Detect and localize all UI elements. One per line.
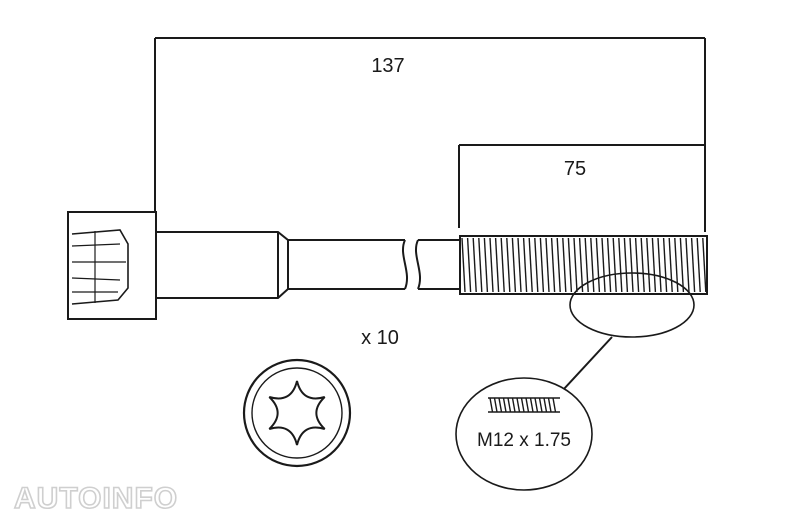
detail-hatch-line [543,397,548,413]
thread-hatch-line [489,237,494,293]
bolt-shank [156,231,460,299]
thread-spec-label: M12 x 1.75 [477,430,571,451]
thread-hatch-line [517,237,522,293]
thread-hatch-line [472,237,477,293]
thread-hatch-line [690,237,696,293]
callout-leader-line [562,336,613,391]
thread-hatch-line [606,237,612,293]
detail-hatch-line [511,397,516,413]
thread-hatch-line [651,237,657,293]
thread-callout-ellipse [569,272,695,338]
thread-hatch-line [623,237,629,293]
thread-hatch-line [534,237,539,293]
thread-hatch-line [483,237,489,293]
watermark-logo: AUTOINFO [14,482,178,515]
torx-star-icon [268,380,326,446]
detail-hatch-line [547,397,552,413]
thread-detail-circle [455,377,593,491]
thread-detail-sample [488,397,560,413]
detail-hatch-line [520,397,525,413]
thread-hatch-line [478,237,483,293]
thread-hatch-line [685,237,690,293]
thread-hatch-line [461,237,466,293]
thread-hatch-line [634,237,640,293]
detail-hatch-line [516,397,521,413]
thread-hatch-line [590,237,595,293]
detail-hatch-line [489,397,494,413]
thread-hatch-line [640,237,645,293]
head-end-view [242,358,352,468]
thread-hatch-line [567,237,573,293]
quantity-label: x 10 [361,327,399,349]
thread-hatch-line [629,237,634,293]
thread-hatch-line [702,237,707,293]
thread-hatch-line [522,237,528,293]
thread-hatch-line [657,237,662,293]
detail-hatch-line [493,397,498,413]
thread-length-dimension [458,144,705,228]
thread-hatch-line [618,237,623,293]
thread-hatch-line [612,237,617,293]
thread-hatch-line [679,237,685,293]
thread-hatch-line [466,237,472,293]
thread-hatch-line [511,237,517,293]
detail-hatch-line [507,397,512,413]
detail-hatch-line [538,397,543,413]
thread-hatch-line [696,237,701,293]
thread-hatch-line [539,237,545,293]
detail-hatch-line [502,397,507,413]
thread-hatch-line [646,237,651,293]
thread-hatch-line [578,237,584,293]
detail-hatch-line [498,397,503,413]
detail-hatch-line [525,397,530,413]
detail-hatch-line [534,397,539,413]
thread-hatch-line [550,237,556,293]
thread-hatch-line [668,237,673,293]
thread-hatch-line [500,237,505,293]
thread-hatch-line [545,237,550,293]
thread-hatch-line [662,237,668,293]
thread-hatch-line [528,237,533,293]
thread-hatch-line [573,237,578,293]
detail-hatch-line [552,397,557,413]
detail-hatch-line [529,397,534,413]
thread-hatch-line [562,237,567,293]
overall-length-dimension [154,37,706,232]
thread-hatch-line [556,237,561,293]
thread-hatch-line [595,237,601,293]
thread-hatch-line [494,237,500,293]
thread-hatch-line [601,237,606,293]
bolt-head [67,211,157,320]
thread-length-label: 75 [564,158,586,180]
overall-length-label: 137 [371,55,404,77]
thread-hatch-line [506,237,511,293]
